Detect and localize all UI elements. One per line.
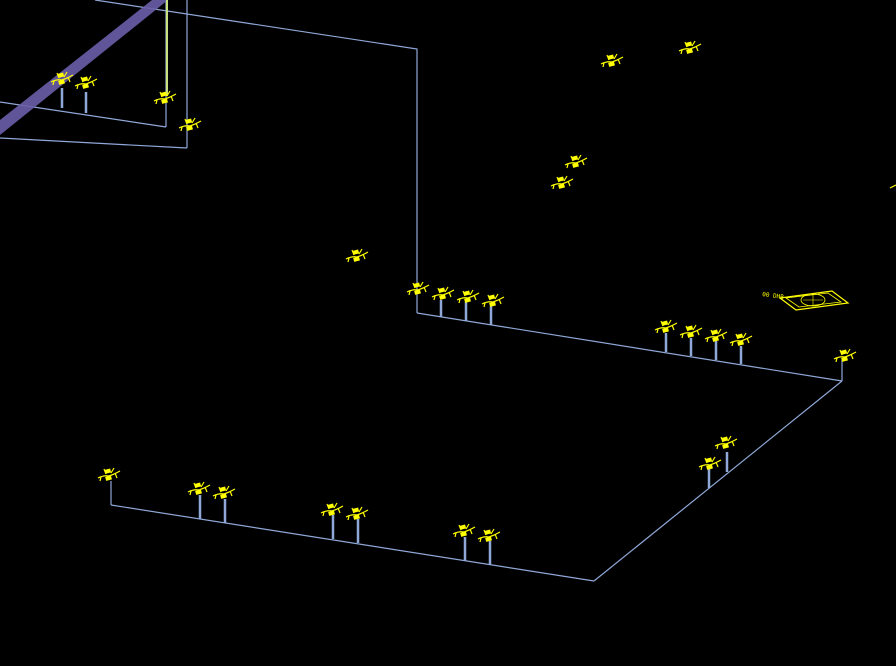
fixture-symbol [456, 289, 480, 304]
lower-loop-piping [110, 312, 843, 582]
fixture-symbol [564, 154, 588, 169]
device-label: 00 DHB [762, 291, 785, 301]
fixture-symbol [714, 435, 738, 450]
fixture-symbol-partial [889, 184, 896, 189]
drop-stubs [60, 88, 743, 565]
fixture-symbol [678, 40, 702, 55]
diagonal-duct [0, 0, 168, 135]
fixture-symbol [431, 286, 455, 301]
fixture-symbol [153, 90, 177, 105]
fixture-symbol [187, 481, 211, 496]
fixture-symbol [477, 528, 501, 543]
fixture-symbol [654, 319, 678, 334]
fixture-symbol [74, 75, 98, 90]
fixture-symbol [481, 293, 505, 308]
fixture-symbol [452, 523, 476, 538]
fixture-symbol [704, 328, 728, 343]
fixture-symbol [698, 456, 722, 471]
fixture-symbol [406, 281, 430, 296]
upper-box-piping [0, 0, 418, 313]
fixture-symbol [97, 467, 121, 482]
equipment-box[interactable]: 00 DHB [762, 290, 850, 311]
fixture-symbol [178, 117, 202, 132]
fixture-symbol [320, 502, 344, 517]
fixture-symbol [550, 175, 574, 190]
fan-icon [800, 293, 826, 307]
fixture-symbol [345, 248, 369, 263]
fixture-symbol [679, 324, 703, 339]
fixture-symbols [50, 40, 896, 543]
fixture-symbol [729, 332, 753, 347]
fixture-symbol [600, 53, 624, 68]
fixture-symbol [212, 485, 236, 500]
fixture-symbol [345, 506, 369, 521]
fixture-symbol [833, 348, 857, 363]
